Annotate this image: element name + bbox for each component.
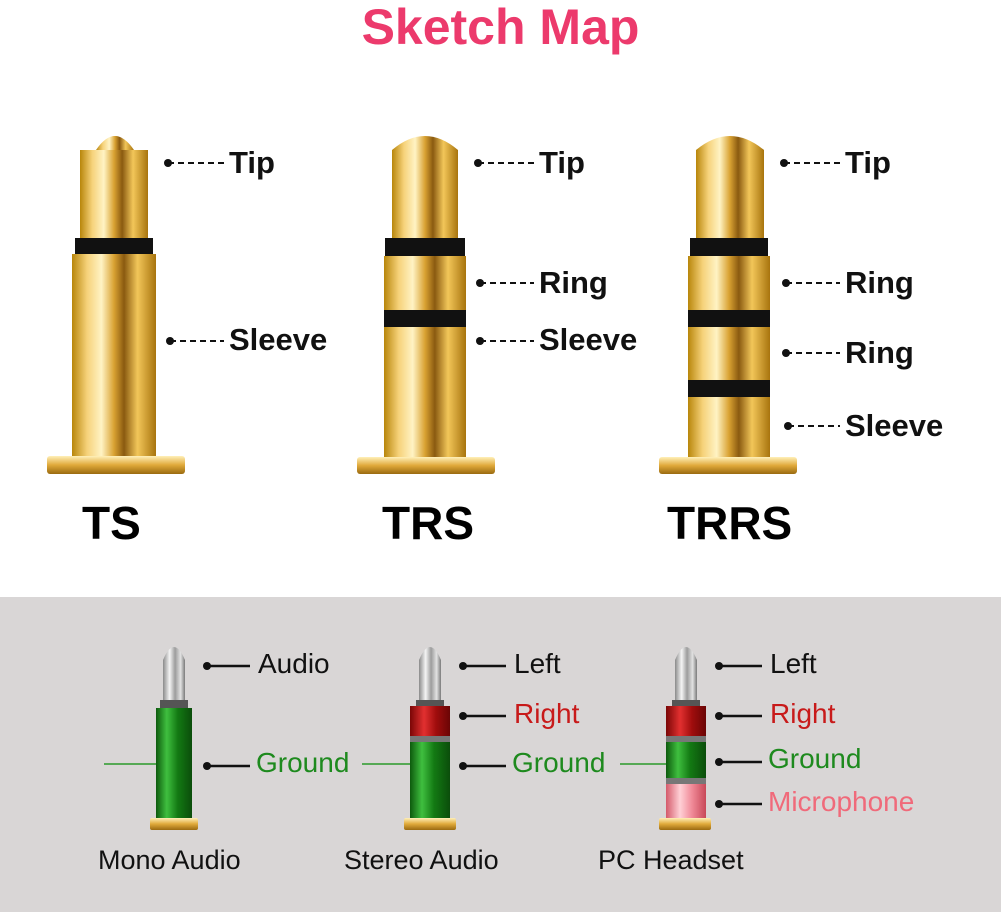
stereo-audio-caption: Stereo Audio xyxy=(344,845,499,875)
trs-plug xyxy=(357,136,495,474)
mono-ground-label: Ground xyxy=(256,747,350,778)
mono-audio-caption: Mono Audio xyxy=(98,845,241,875)
stereo-plug xyxy=(404,647,456,830)
trrs-ring2-label: Ring xyxy=(845,335,914,370)
diagram-title: Sketch Map xyxy=(361,0,640,55)
trrs-tip-label: Tip xyxy=(845,145,891,180)
ts-tip-label: Tip xyxy=(229,145,275,180)
mono-plug xyxy=(150,647,198,830)
headset-plug xyxy=(659,647,711,830)
headset-ground-label: Ground xyxy=(768,743,862,774)
ts-plug xyxy=(47,136,185,474)
trrs-plug xyxy=(659,136,797,474)
bottom-leader-lines xyxy=(203,662,762,808)
trs-sleeve-label: Sleeve xyxy=(539,322,638,357)
trs-ring-label: Ring xyxy=(539,265,608,300)
trrs-type-label: TRRS xyxy=(667,497,793,549)
trs-tip-label: Tip xyxy=(539,145,585,180)
headset-right-label: Right xyxy=(770,698,836,729)
headset-microphone-label: Microphone xyxy=(768,786,915,817)
stereo-ground-label: Ground xyxy=(512,747,606,778)
ts-sleeve-label: Sleeve xyxy=(229,322,328,357)
top-leader-lines xyxy=(164,159,840,430)
trs-type-label: TRS xyxy=(382,497,474,549)
ts-type-label: TS xyxy=(82,497,141,549)
mono-audio-label: Audio xyxy=(258,648,330,679)
stereo-left-label: Left xyxy=(514,648,561,679)
pc-headset-caption: PC Headset xyxy=(598,845,744,875)
headset-left-label: Left xyxy=(770,648,817,679)
stereo-right-label: Right xyxy=(514,698,580,729)
trrs-ring1-label: Ring xyxy=(845,265,914,300)
trrs-sleeve-label: Sleeve xyxy=(845,408,944,443)
